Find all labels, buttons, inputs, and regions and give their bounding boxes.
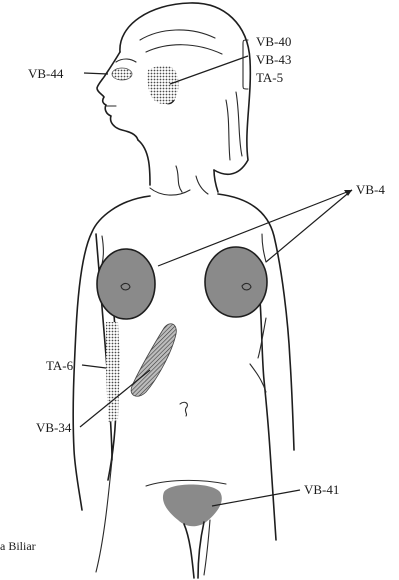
zone-flank-ta6 bbox=[106, 322, 120, 422]
label-ta5: TA-5 bbox=[256, 70, 283, 85]
zone-right-breast bbox=[205, 247, 267, 317]
zone-temple bbox=[112, 68, 132, 80]
label-vb43: VB-43 bbox=[256, 52, 291, 67]
zone-left-breast bbox=[97, 249, 155, 319]
neck-outline bbox=[138, 140, 218, 195]
label-ta6: TA-6 bbox=[46, 358, 74, 373]
figure-caption: a Biliar bbox=[0, 539, 36, 553]
zone-pubic bbox=[146, 480, 226, 578]
label-vb40: VB-40 bbox=[256, 34, 291, 49]
zone-vb34-stripe bbox=[131, 324, 176, 397]
label-vb4: VB-4 bbox=[356, 182, 385, 197]
label-vb34: VB-34 bbox=[36, 420, 72, 435]
zone-ear-region bbox=[148, 65, 179, 104]
label-vb41: VB-41 bbox=[304, 482, 339, 497]
label-vb44: VB-44 bbox=[28, 66, 64, 81]
